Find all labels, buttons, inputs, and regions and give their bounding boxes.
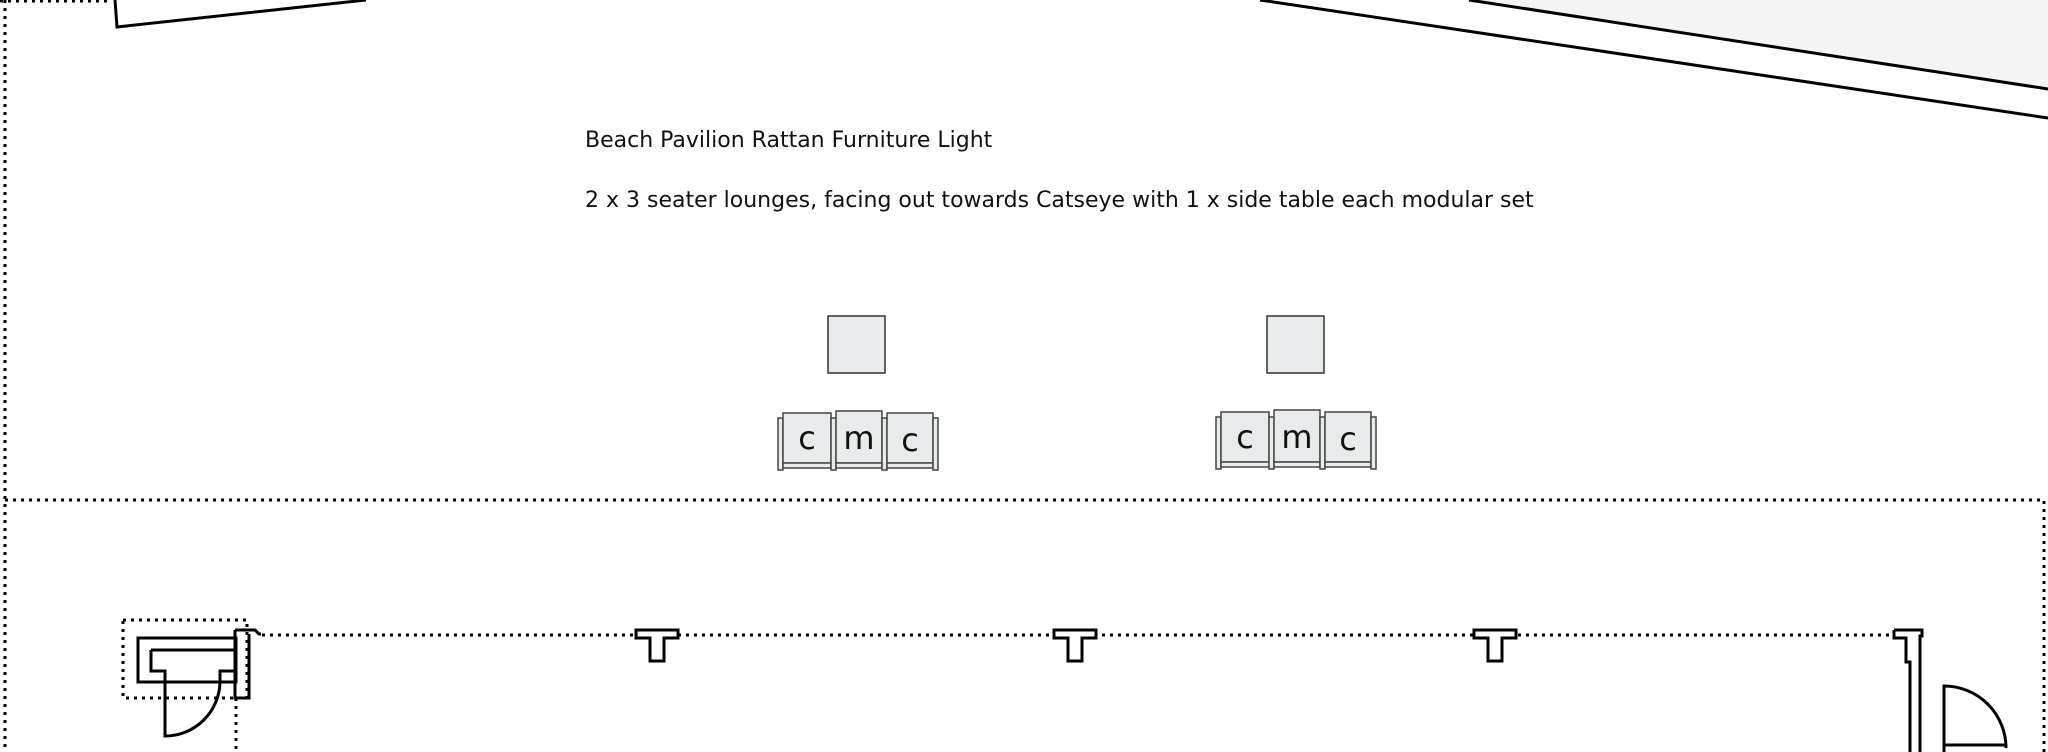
- wall-diagonal-outer: [1259, 0, 2048, 120]
- side-table[interactable]: [827, 315, 886, 374]
- post-marker: [634, 628, 680, 663]
- seat-label: c: [798, 419, 816, 457]
- lounge-1[interactable]: c m c: [777, 410, 939, 471]
- left-door: [136, 628, 261, 738]
- right-door: [1892, 628, 2008, 752]
- note-title: Beach Pavilion Rattan Furniture Light: [585, 128, 993, 153]
- note-description: 2 x 3 seater lounges, facing out towards…: [585, 188, 1534, 213]
- post-markers: [634, 628, 1518, 663]
- seat-label: c: [1236, 418, 1254, 456]
- seat-label: m: [1281, 418, 1312, 456]
- seat-label: m: [843, 419, 874, 457]
- side-table[interactable]: [1266, 315, 1325, 374]
- wall-diagonal-inner: [1468, 0, 2048, 91]
- wall-top-left: [113, 0, 367, 29]
- seat-label: c: [1339, 420, 1357, 458]
- post-marker: [1472, 628, 1518, 663]
- lounge-2[interactable]: c m c: [1215, 409, 1377, 470]
- post-marker: [1052, 628, 1098, 663]
- seat-label: c: [901, 421, 919, 459]
